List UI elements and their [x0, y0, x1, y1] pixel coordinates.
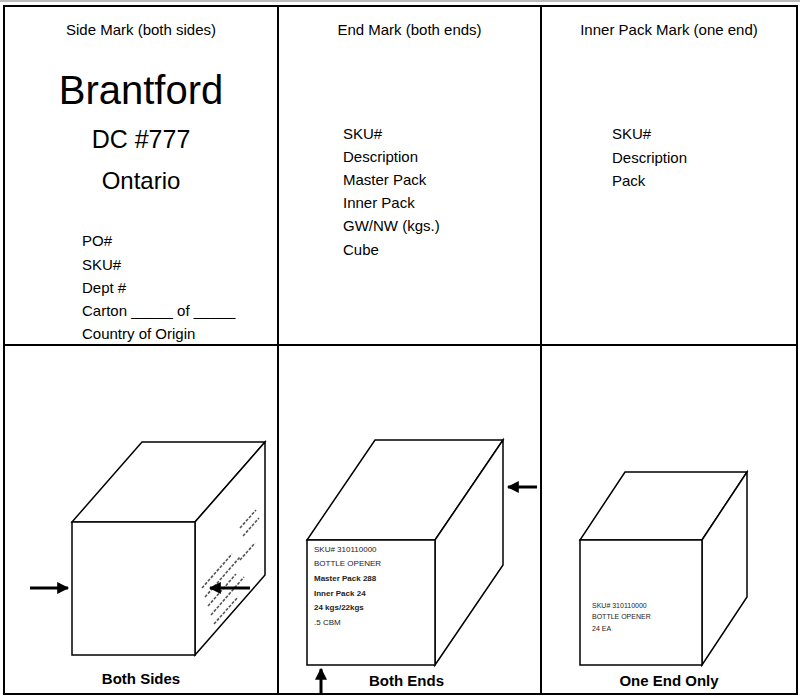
- mark-field: SKU#: [612, 125, 651, 142]
- side-carton: [30, 442, 265, 655]
- carton-print: .5 CBM: [314, 619, 341, 628]
- carton-print: BOTTLE OPENER: [314, 560, 381, 569]
- mark-field: Description: [343, 148, 418, 165]
- mark-field: Dept #: [82, 279, 126, 296]
- mark-field: Carton _____ of _____: [82, 302, 235, 319]
- illustration-panel: Both Sides: [3, 344, 279, 695]
- carton-front: [307, 540, 435, 665]
- pointer-arrow: [210, 587, 250, 590]
- illustration-panel: Both Ends: [277, 344, 542, 695]
- carton-side: [702, 472, 747, 665]
- illustration-panel: One End Only: [540, 344, 798, 695]
- pointer-arrow: [30, 587, 68, 590]
- panel-heading: End Mark (both ends): [279, 21, 540, 38]
- carton-side: [195, 442, 265, 655]
- carton-print: SKU# 310110000: [314, 546, 377, 555]
- mark-field: SKU#: [343, 125, 382, 142]
- carton-print: Master Pack 288: [314, 575, 376, 584]
- side-mark-print: [202, 510, 259, 624]
- mark-panel: End Mark (both ends) SKU# DescriptionMaste…: [277, 5, 542, 346]
- mark-field: Cube: [343, 241, 379, 258]
- carton-side: [435, 440, 503, 665]
- mark-field: Inner Pack: [343, 194, 415, 211]
- carton-print: 24 kgs/22kgs: [314, 604, 364, 613]
- mark-field: GW/NW (kgs.): [343, 217, 440, 234]
- mark-field: SKU#: [82, 256, 121, 273]
- carton-print: Inner Pack 24: [314, 590, 366, 599]
- carton-print: 24 EA: [592, 625, 611, 633]
- carton-front: [580, 540, 702, 665]
- end-carton: [307, 440, 537, 693]
- inner-carton: [580, 472, 747, 665]
- mark-field: PO#: [82, 232, 112, 249]
- top-rule: [0, 0, 800, 2]
- panel-heading: Side Mark (both sides): [5, 21, 277, 38]
- mark-field: DC #777: [5, 125, 277, 154]
- mark-field: Country of Origin: [82, 325, 195, 342]
- caption: One End Only: [542, 672, 796, 689]
- panel-heading: Inner Pack Mark (one end): [542, 21, 796, 38]
- pointer-arrow: [508, 486, 537, 489]
- mark-panel: Side Mark (both sides) Brantford DC #777On…: [3, 5, 279, 346]
- mark-field: Pack: [612, 172, 645, 189]
- mark-field: Brantford: [5, 67, 277, 113]
- pointer-arrow: [320, 669, 323, 693]
- mark-field: Ontario: [5, 167, 277, 195]
- mark-panel: Inner Pack Mark (one end) SKU# Description…: [540, 5, 798, 346]
- caption: Both Sides: [5, 670, 277, 687]
- carton-front: [72, 522, 195, 655]
- carton-print: BOTTLE OPENER: [592, 613, 651, 621]
- caption: Both Ends: [369, 672, 444, 689]
- carton-print: SKU# 310110000: [592, 602, 647, 610]
- mark-field: Description: [612, 149, 687, 166]
- mark-field: Master Pack: [343, 171, 426, 188]
